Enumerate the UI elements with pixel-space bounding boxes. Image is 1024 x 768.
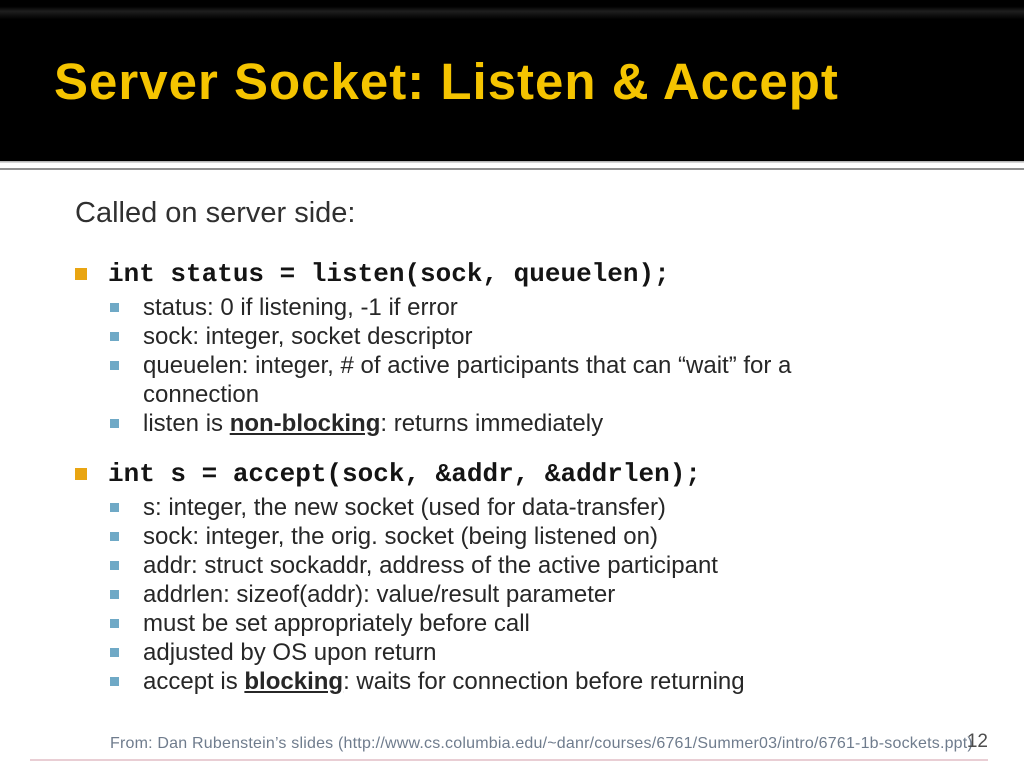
sub-text: status: 0 if listening, -1 if error xyxy=(143,294,458,321)
footer-divider xyxy=(30,759,988,761)
list-item: sock: integer, the orig. socket (being l… xyxy=(110,522,965,551)
list-item: must be set appropriately before call xyxy=(110,609,965,638)
sub-text-line: queuelen: integer, # of active participa… xyxy=(143,352,792,379)
list-item: status: 0 if listening, -1 if error xyxy=(110,293,965,322)
level2-bullet-icon xyxy=(110,361,119,370)
header-divider-light xyxy=(0,161,1024,163)
level2-bullet-icon xyxy=(110,561,119,570)
level2-bullet-icon xyxy=(110,532,119,541)
code-line-accept: int s = accept(sock, &addr, &addrlen); xyxy=(75,458,965,490)
header-divider-dark xyxy=(0,168,1024,170)
sub-text: addrlen: sizeof(addr): value/result para… xyxy=(143,581,616,608)
sub-text: adjusted by OS upon return xyxy=(143,639,437,666)
slide-header: Server Socket: Listen & Accept xyxy=(0,0,1024,161)
emphasized-term: non-blocking xyxy=(229,410,381,437)
level1-bullet-icon xyxy=(75,468,87,480)
sub-text: must be set appropriately before call xyxy=(143,610,530,637)
footer-source-citation: From: Dan Rubenstein’s slides (http://ww… xyxy=(110,735,973,752)
sub-text: queuelen: integer, # of active participa… xyxy=(143,351,791,409)
list-item: addr: struct sockaddr, address of the ac… xyxy=(110,551,965,580)
listen-sublist: status: 0 if listening, -1 if error sock… xyxy=(110,293,965,438)
level2-bullet-icon xyxy=(110,503,119,512)
list-item: sock: integer, socket descriptor xyxy=(110,322,965,351)
level2-bullet-icon xyxy=(110,332,119,341)
level2-bullet-icon xyxy=(110,590,119,599)
accept-sublist: s: integer, the new socket (used for dat… xyxy=(110,493,965,696)
sub-text: sock: integer, the orig. socket (being l… xyxy=(143,523,658,550)
list-item: adjusted by OS upon return xyxy=(110,638,965,667)
sub-text: listen is non-blocking: returns immediat… xyxy=(143,409,603,438)
level2-bullet-icon xyxy=(110,303,119,312)
list-item: queuelen: integer, # of active participa… xyxy=(110,351,965,409)
emphasized-term: blocking xyxy=(244,668,344,695)
sub-text: sock: integer, socket descriptor xyxy=(143,323,473,350)
list-item: s: integer, the new socket (used for dat… xyxy=(110,493,965,522)
code-text-listen: int status = listen(sock, queuelen); xyxy=(108,259,670,289)
sub-text-line: connection xyxy=(143,381,260,408)
level2-bullet-icon xyxy=(110,677,119,686)
sub-text: s: integer, the new socket (used for dat… xyxy=(143,494,666,521)
sub-text: accept is blocking: waits for connection… xyxy=(143,667,745,696)
page-number: 12 xyxy=(966,731,988,752)
list-item: addrlen: sizeof(addr): value/result para… xyxy=(110,580,965,609)
level2-bullet-icon xyxy=(110,419,119,428)
list-item: listen is non-blocking: returns immediat… xyxy=(110,409,965,438)
sub-text-suffix: : waits for connection before returning xyxy=(343,668,745,695)
intro-text: Called on server side: xyxy=(75,197,356,229)
level1-bullet-icon xyxy=(75,268,87,280)
level2-bullet-icon xyxy=(110,619,119,628)
sub-text-prefix: accept is xyxy=(143,668,245,695)
level2-bullet-icon xyxy=(110,648,119,657)
code-line-listen: int status = listen(sock, queuelen); xyxy=(75,258,965,290)
sub-text-prefix: listen is xyxy=(143,410,230,437)
slide-title: Server Socket: Listen & Accept xyxy=(54,53,839,110)
code-text-accept: int s = accept(sock, &addr, &addrlen); xyxy=(108,459,701,489)
list-item: accept is blocking: waits for connection… xyxy=(110,667,965,696)
accept-block: int s = accept(sock, &addr, &addrlen); s… xyxy=(75,458,965,696)
sub-text-suffix: : returns immediately xyxy=(380,410,604,437)
sub-text: addr: struct sockaddr, address of the ac… xyxy=(143,552,718,579)
listen-block: int status = listen(sock, queuelen); sta… xyxy=(75,258,965,438)
